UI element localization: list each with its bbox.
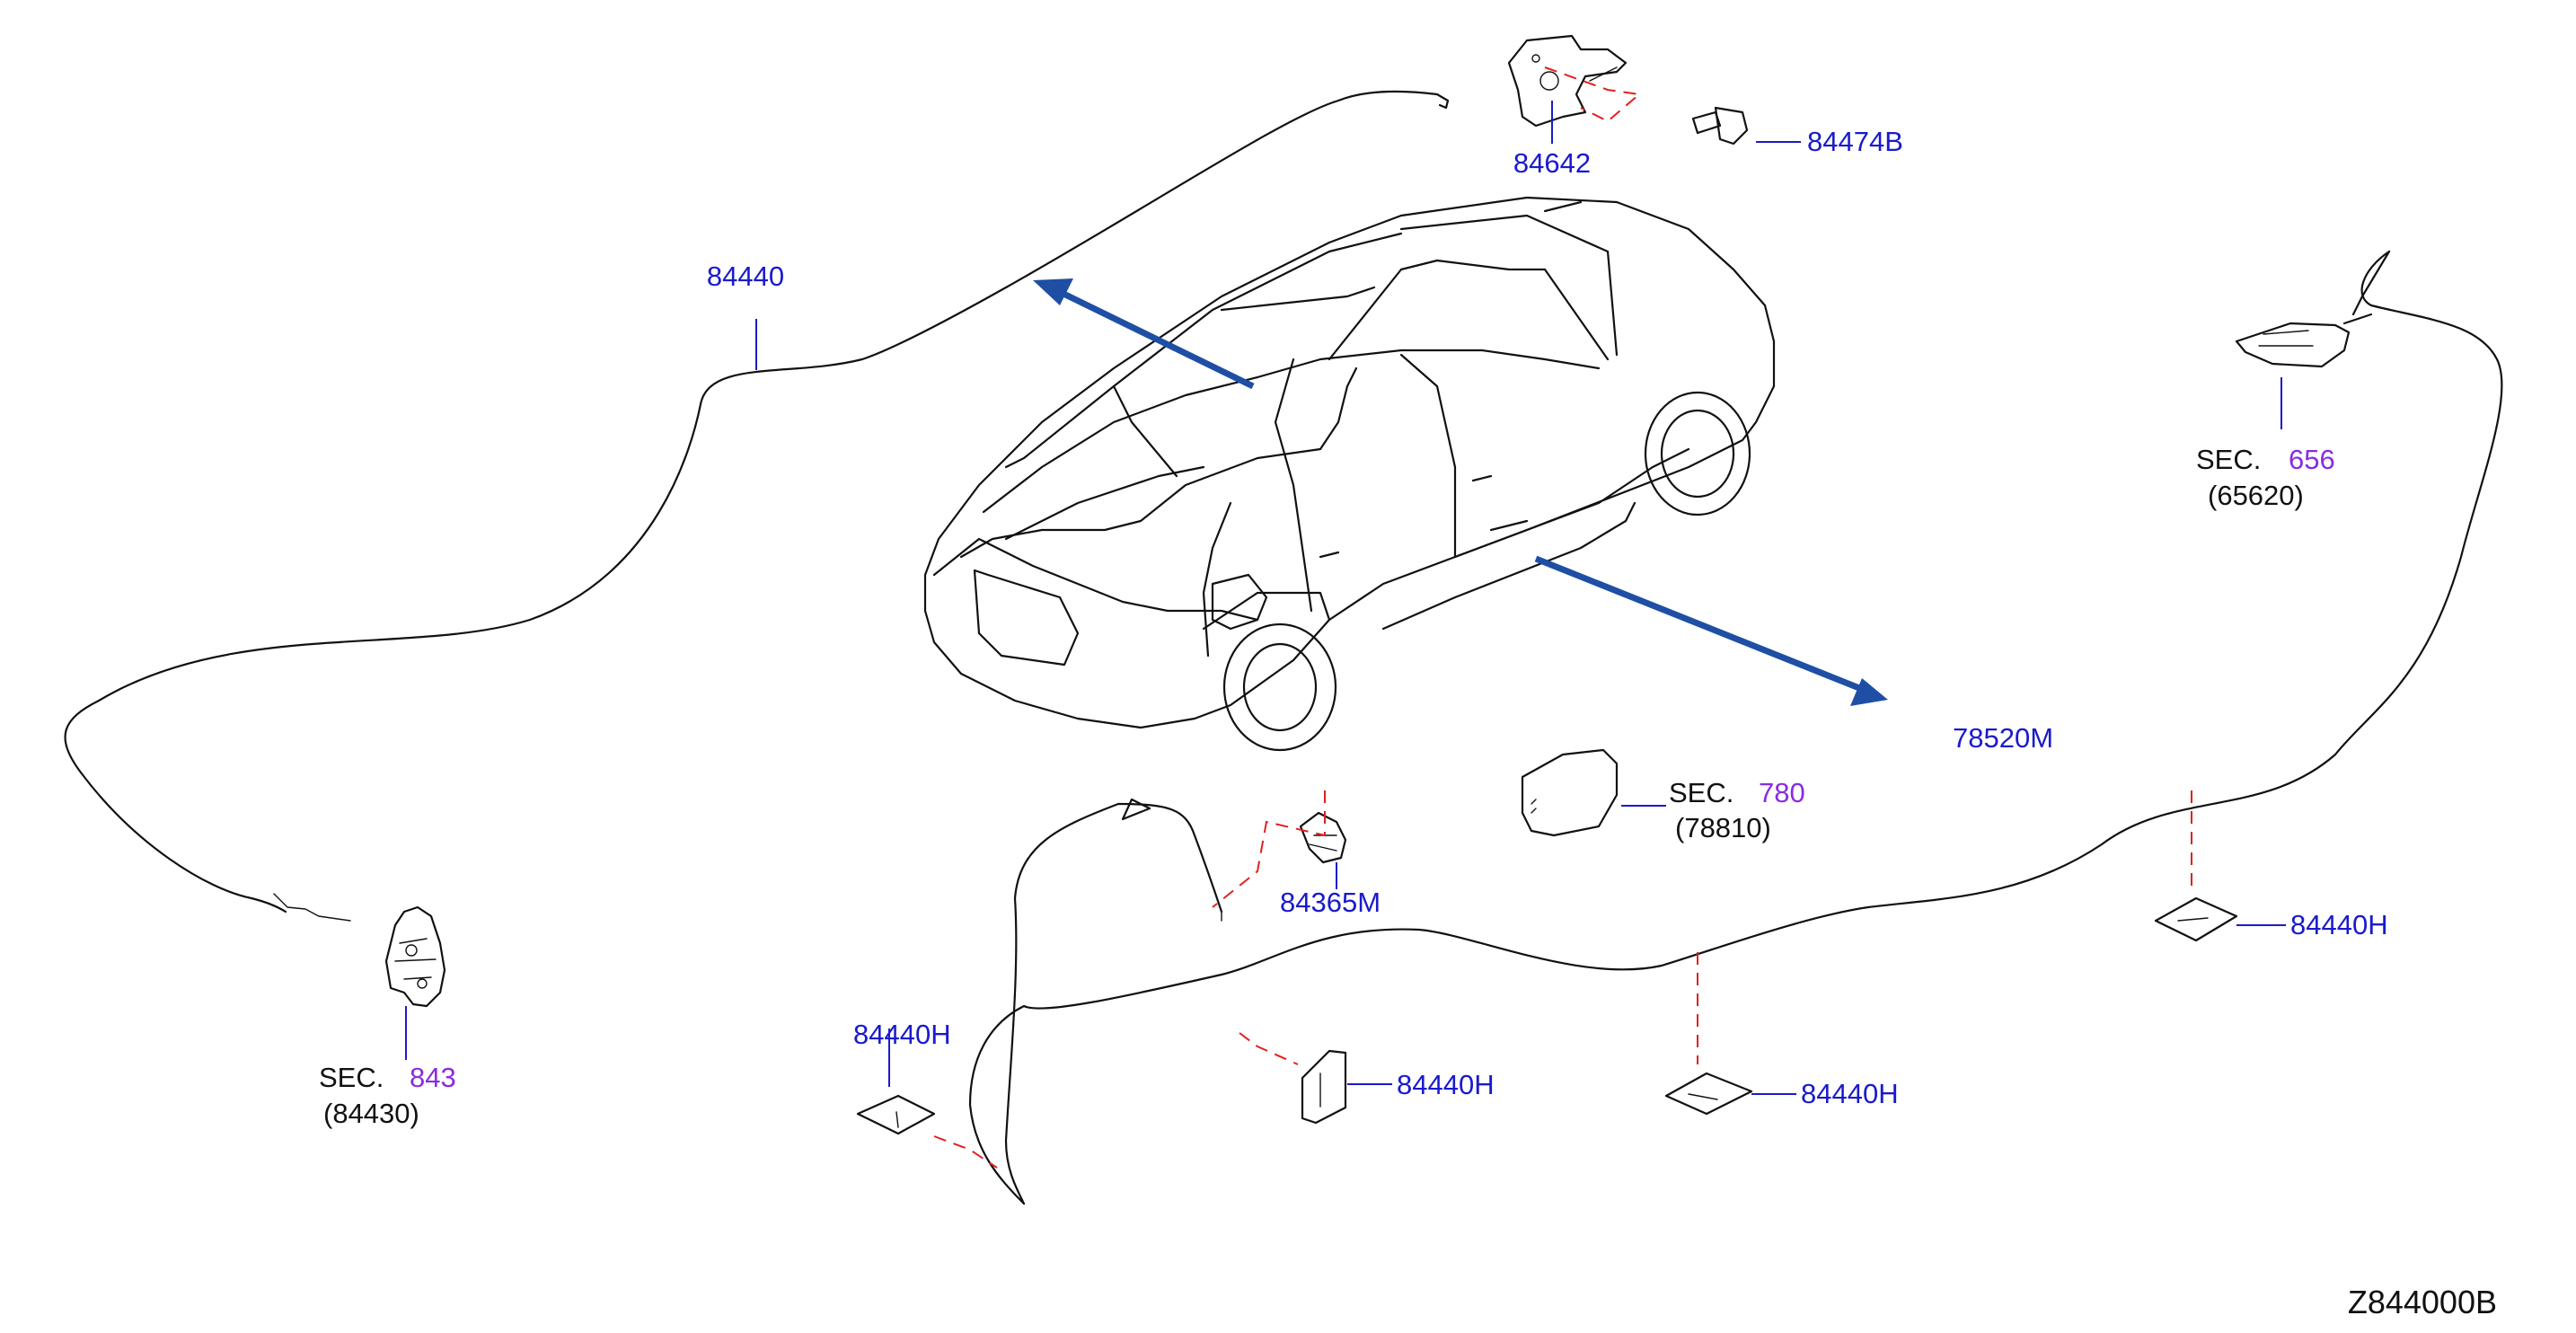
sec-number-656[interactable]: 656	[2289, 444, 2335, 475]
part-label-84440[interactable]: 84440	[707, 260, 784, 292]
filler-lid-icon	[1521, 748, 1619, 837]
fuel-opener-cable[interactable]	[968, 250, 2503, 1205]
side-direction-arrow	[1534, 555, 1888, 706]
latch-icon	[384, 905, 446, 1008]
part-label-84440h[interactable]: 84440H	[1801, 1078, 1899, 1109]
clip-icon[interactable]	[2154, 896, 2238, 942]
opener-handle-icon	[2235, 313, 2373, 368]
part-label-84642[interactable]: 84642	[1513, 147, 1591, 179]
clip-icon[interactable]	[1664, 1072, 1753, 1116]
clip-icon[interactable]	[856, 1094, 936, 1135]
front-direction-arrow	[1033, 278, 1255, 390]
diagram-code: Z844000B	[2348, 1284, 2497, 1320]
sec-part-78810: (78810)	[1675, 812, 1771, 843]
part-label-84440h[interactable]: 84440H	[1397, 1069, 1495, 1100]
part-label-84474b[interactable]: 84474B	[1807, 126, 1903, 157]
sedan-car-icon	[923, 196, 1776, 752]
bolt-icon	[1691, 106, 1749, 146]
sec-label: SEC.	[2196, 444, 2261, 475]
sec-part-65620: (65620)	[2208, 480, 2304, 511]
part-label-78520m[interactable]: 78520M	[1953, 722, 2053, 754]
sec-part-84430: (84430)	[323, 1098, 419, 1129]
hinge-icon	[1507, 34, 1628, 128]
sec-label: SEC.	[1669, 777, 1734, 808]
sec-number-843[interactable]: 843	[410, 1062, 456, 1093]
fuel-opener-icon	[1299, 811, 1347, 864]
part-label-84440h[interactable]: 84440H	[2290, 909, 2388, 940]
trunk-opener-cable[interactable]	[64, 90, 1439, 914]
clip-icon[interactable]	[1301, 1049, 1347, 1125]
part-label-84440h[interactable]: 84440H	[853, 1019, 951, 1050]
part-label-84365m[interactable]: 84365M	[1280, 887, 1381, 918]
sec-label: SEC.	[319, 1062, 384, 1093]
sec-number-780[interactable]: 780	[1759, 777, 1805, 808]
